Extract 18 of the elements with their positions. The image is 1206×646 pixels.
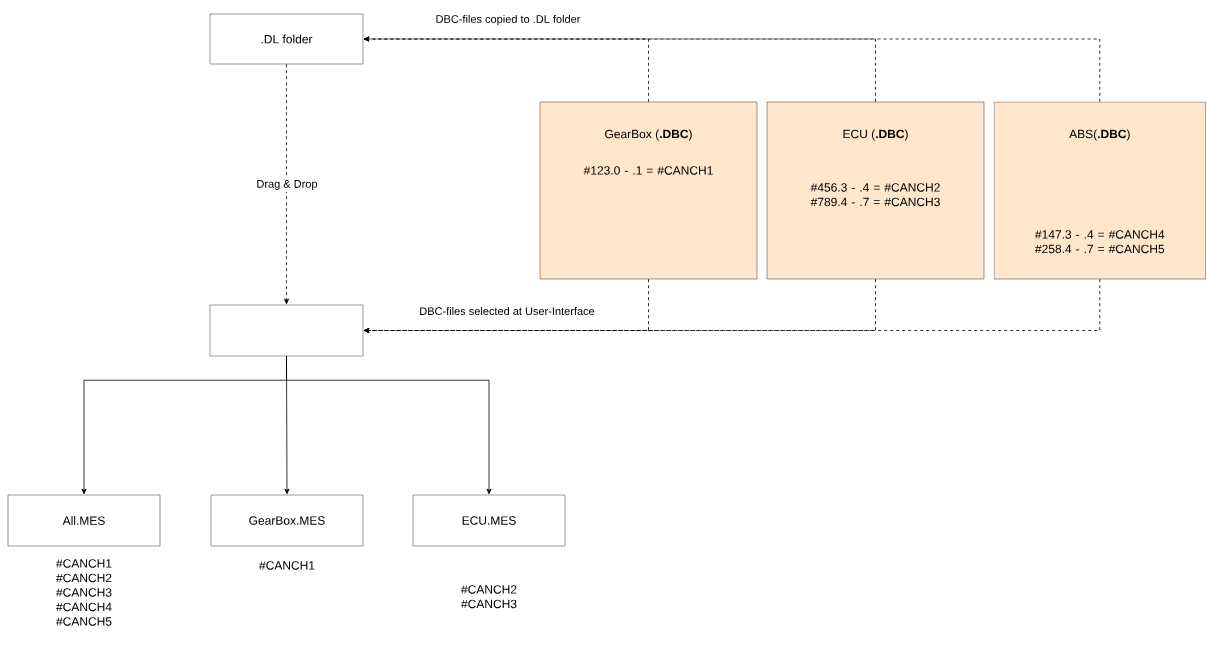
- file-box: GearBox (.DBC) #123.0 - .1 = #CANCH1: [539, 101, 758, 280]
- file-box: ABS(.DBC) #147.3 - .4 = #CANCH4 #258.4 - .7 = #CANCH5: [993, 101, 1206, 280]
- channel-list: #CANCH1 #CANCH2 #CANCH3 #CANCH4 #CANCH5: [56, 559, 112, 626]
- edge-label: Drag & Drop: [254, 178, 320, 192]
- empty-box: [209, 304, 364, 357]
- arrow: [363, 278, 1101, 333]
- arrow: [284, 63, 289, 305]
- channel-list: #CANCH2 #CANCH3: [461, 585, 517, 609]
- arrow: [363, 36, 1101, 103]
- process-box: ECU.MES: [412, 494, 566, 547]
- edge-label: DBC-files copied to .DL folder: [433, 12, 583, 28]
- file-box: ECU (.DBC) #456.3 - .4 = #CANCH2 #789.4 - .7 = #CANCH3: [766, 101, 985, 280]
- arrow: [286, 355, 492, 495]
- process-box: .DL folder: [209, 13, 364, 65]
- process-box: All.MES: [7, 494, 161, 547]
- edge-label: DBC-files selected at User-Interface: [417, 304, 597, 318]
- channel-list: #CANCH1: [259, 561, 315, 570]
- process-box: GearBox.MES: [210, 494, 364, 547]
